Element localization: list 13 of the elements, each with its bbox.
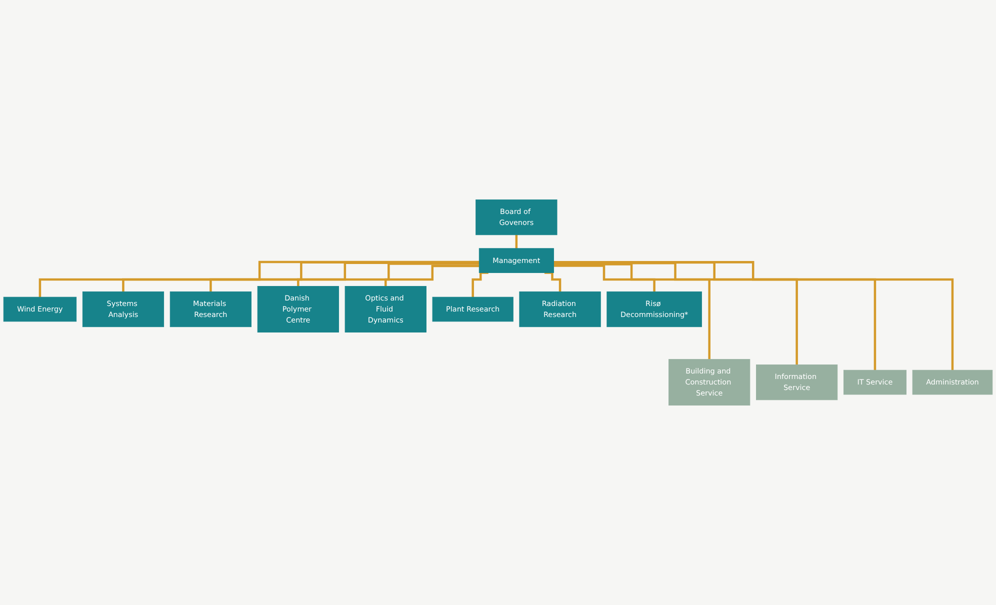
connector bbox=[554, 261, 954, 372]
connector bbox=[544, 272, 562, 293]
connector bbox=[38, 260, 480, 298]
connector bbox=[472, 272, 488, 298]
connector bbox=[297, 262, 480, 288]
connector bbox=[210, 262, 480, 293]
connector bbox=[384, 264, 480, 288]
connector bbox=[122, 261, 480, 293]
connector bbox=[554, 261, 876, 372]
connector bbox=[554, 262, 798, 366]
connector bbox=[554, 264, 656, 293]
connector bbox=[554, 263, 710, 360]
connector bbox=[515, 234, 518, 250]
